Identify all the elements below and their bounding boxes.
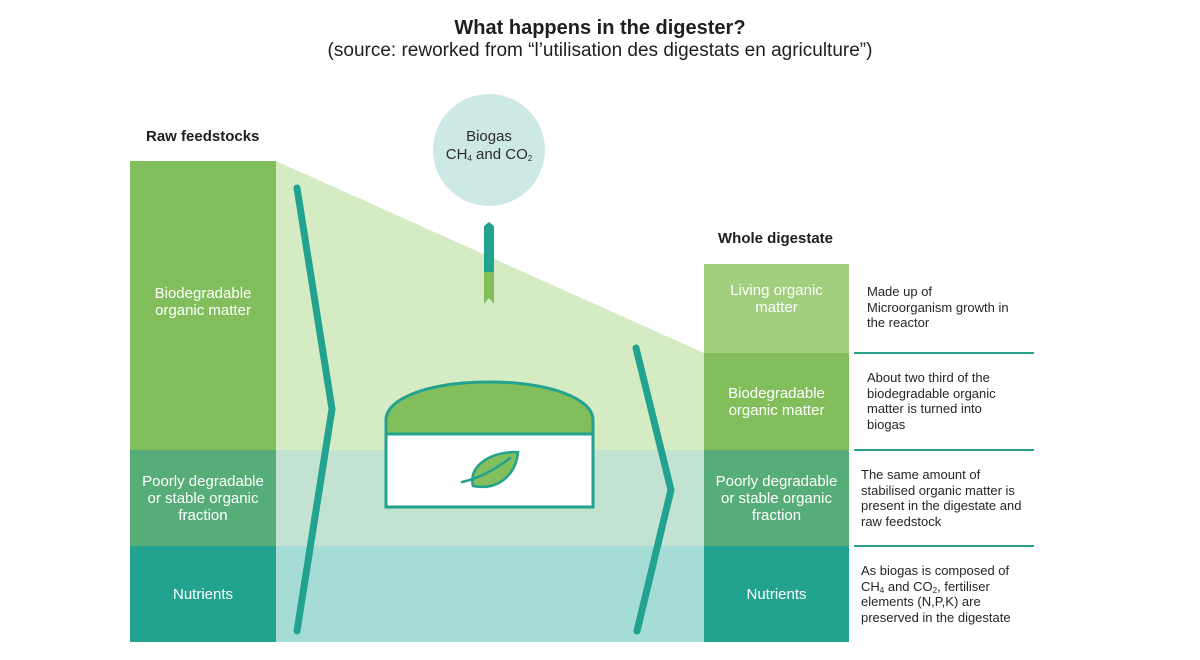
digestate-living-block: Living organic matter	[704, 264, 849, 353]
note-divider	[854, 449, 1034, 451]
digester-tank	[384, 380, 595, 509]
raw-feedstocks-heading: Raw feedstocks	[146, 128, 260, 145]
digestate-stable-block: Poorly degradable or stable organic frac…	[704, 450, 849, 546]
right-flow-chevron	[632, 344, 675, 635]
diagram-title: What happens in the digester?	[454, 17, 746, 39]
biogas-upward-arrow	[484, 222, 494, 304]
left-flow-chevron	[293, 184, 336, 635]
raw-nutrients-block: Nutrients	[130, 546, 276, 642]
biodegradable-flow-band	[276, 161, 704, 450]
digestate-biodegradable-block: Biodegradable organic matter	[704, 353, 849, 450]
note-stable-fraction: The same amount of stabilised organic ma…	[861, 467, 1022, 529]
note-nutrients: As biogas is composed of CH4 and CO2, fe…	[861, 563, 1011, 625]
nutrients-flow-band	[276, 546, 704, 642]
digestate-nutrients-block: Nutrients	[704, 546, 849, 642]
biogas-circle	[433, 94, 545, 206]
note-living-matter: Made up of Microorganism growth in the r…	[867, 284, 1009, 330]
leaf-icon	[460, 450, 520, 489]
note-divider	[854, 545, 1034, 547]
whole-digestate-heading: Whole digestate	[718, 230, 834, 247]
note-divider	[854, 352, 1034, 354]
raw-stable-block: Poorly degradable or stable organic frac…	[130, 450, 276, 546]
note-biodegradable: About two third of the biodegradable org…	[867, 370, 996, 432]
diagram-subtitle: (source: reworked from “l’utilisation de…	[327, 40, 873, 61]
raw-biodegradable-block: Biodegradable organic matter	[130, 161, 276, 450]
biogas-label: Biogas CH4 and CO2	[445, 128, 533, 163]
